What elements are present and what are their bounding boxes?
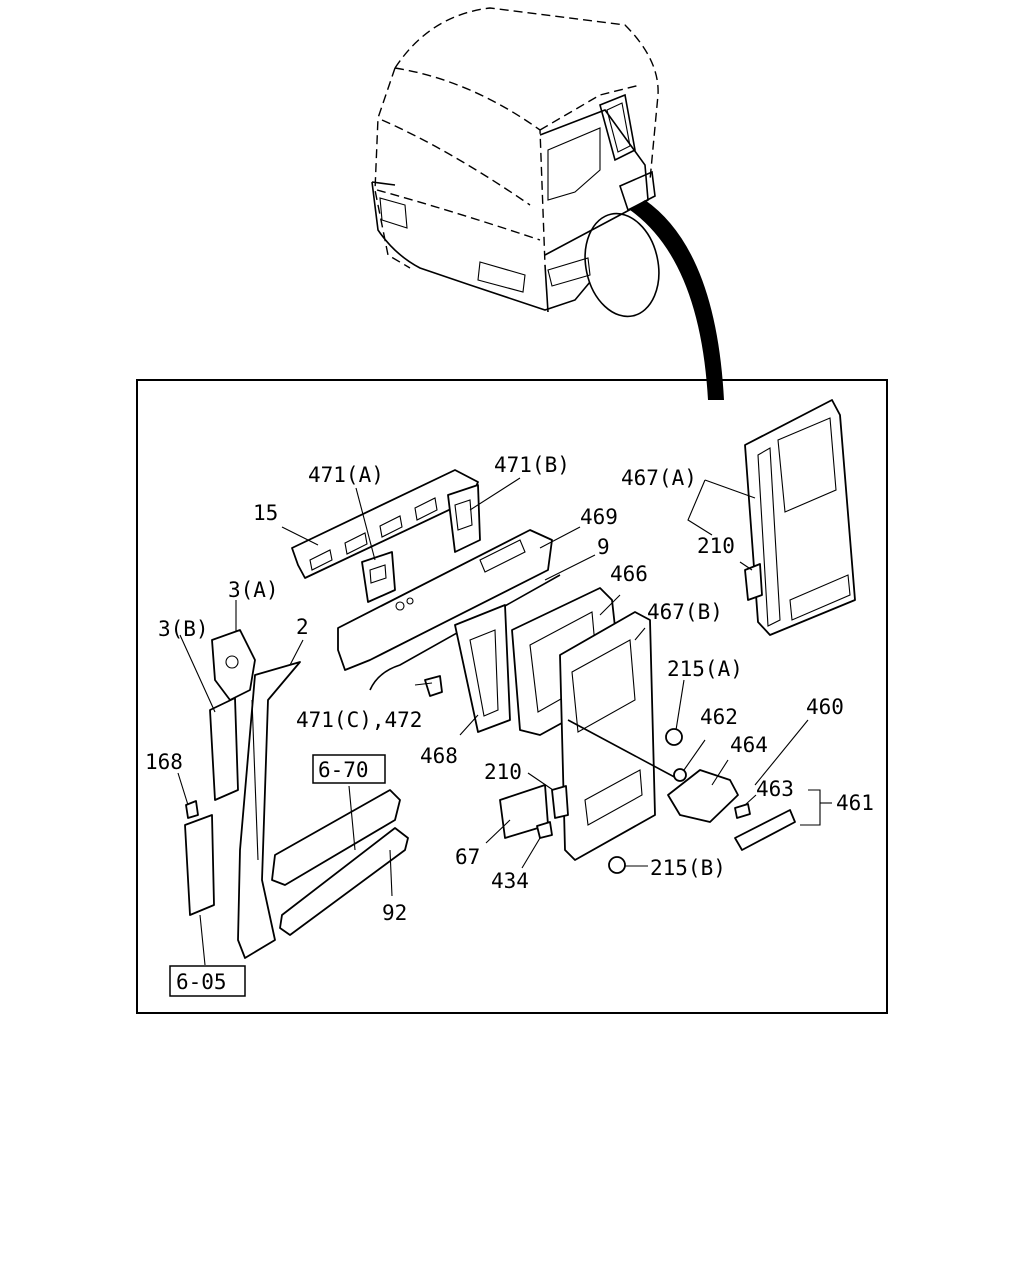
leader-lines <box>177 477 832 966</box>
ref-box-6-05[interactable]: 6-05 <box>169 965 246 997</box>
part-467a-side-panel <box>744 399 856 636</box>
part-215b-nut <box>608 856 626 874</box>
part-467b-door-panel <box>559 611 681 861</box>
part-434 <box>536 821 553 839</box>
part-210-middle <box>551 785 569 819</box>
label-466: 466 <box>610 562 648 586</box>
label-215a: 215(A) <box>667 657 743 681</box>
part-605-bracket <box>184 814 215 916</box>
part-9-strip <box>369 574 561 691</box>
part-471b-bracket <box>447 484 481 553</box>
part-3b-reinforcement <box>209 697 239 801</box>
label-92: 92 <box>382 901 407 925</box>
label-463: 463 <box>756 777 794 801</box>
label-468: 468 <box>420 744 458 768</box>
part-215a-nut <box>665 728 683 746</box>
label-210-right: 210 <box>697 534 735 558</box>
label-462: 462 <box>700 705 738 729</box>
label-469: 469 <box>580 505 618 529</box>
part-670-sill <box>271 789 401 886</box>
part-464-gasket <box>667 769 739 823</box>
truck-cab-overview <box>371 7 724 400</box>
label-210-middle: 210 <box>484 760 522 784</box>
label-67: 67 <box>455 845 480 869</box>
part-462-nut <box>673 768 687 782</box>
label-471b: 471(B) <box>494 453 570 477</box>
part-468-pillar <box>454 604 511 733</box>
label-2: 2 <box>296 615 309 639</box>
part-3a-reinforcement <box>211 629 256 701</box>
label-467a: 467(A) <box>621 466 697 490</box>
part-210-right <box>744 563 763 601</box>
label-471c-472: 471(C),472 <box>296 708 422 732</box>
label-460: 460 <box>806 695 844 719</box>
label-434: 434 <box>491 869 529 893</box>
ref-box-6-70[interactable]: 6-70 <box>312 754 386 784</box>
ref-6-70-text: 6-70 <box>318 758 369 782</box>
part-168-bolt <box>185 800 199 819</box>
part-471c-clip <box>424 675 443 697</box>
label-467b: 467(B) <box>647 600 723 624</box>
ref-6-05-text: 6-05 <box>176 970 227 994</box>
label-464: 464 <box>730 733 768 757</box>
label-168: 168 <box>145 750 183 774</box>
part-92-sill <box>279 827 409 936</box>
part-471a-bracket <box>361 551 396 603</box>
part-469-header <box>337 529 553 671</box>
detail-frame <box>136 379 888 1014</box>
part-463-screw <box>734 803 751 819</box>
label-3a: 3(A) <box>228 578 279 602</box>
label-215b: 215(B) <box>650 856 726 880</box>
label-471a: 471(A) <box>308 463 384 487</box>
label-15: 15 <box>253 501 278 525</box>
label-3b: 3(B) <box>158 617 209 641</box>
part-2-pillar <box>237 661 301 959</box>
label-9: 9 <box>597 535 610 559</box>
part-461-handle <box>734 809 796 851</box>
label-461: 461 <box>836 791 874 815</box>
